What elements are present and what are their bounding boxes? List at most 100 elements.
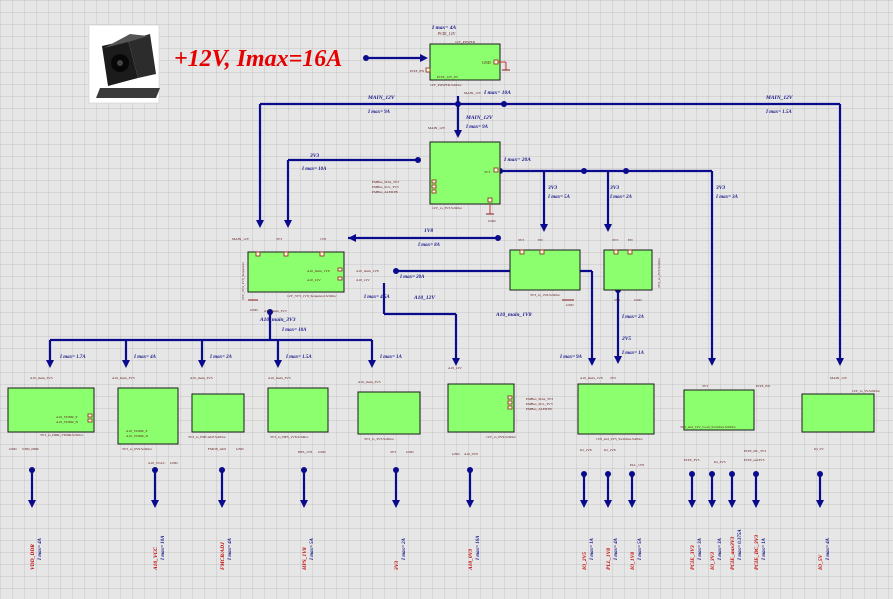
block-3v3-to-1v8[interactable]: 3V3 EN 3V3_to_1V8.SchDoc GND: [509, 238, 581, 307]
net3v3-b-imax: I max= 2A: [609, 195, 633, 200]
b1v8-b2: PLL_1V8: [630, 463, 644, 467]
b5v-bot: IO_5V: [814, 447, 824, 451]
block-12v-to-5v[interactable]: MAIN_12V 12V_to_5V.SchDoc IO_5V: [801, 376, 880, 451]
a10-main-1v8-name: A10_main_1V8: [495, 312, 532, 318]
output-imax: I max= 3A: [718, 537, 723, 561]
net3v3-a-imax: I max= 5A: [547, 195, 571, 200]
ddr-pin: A10_main_3V3: [30, 376, 53, 380]
output-name: A10_VCC: [153, 547, 159, 571]
output-imax: I max= 2A: [402, 537, 407, 561]
output-imax: I max= 4A: [614, 537, 619, 561]
block-fmc[interactable]: A10_main_3V3 3V3_to_FMCADJ.SchDoc FMCB_A…: [188, 376, 245, 451]
b1v8-pin2: 2V5: [610, 376, 616, 380]
main12v-mid-imax: I max= 9A: [465, 125, 489, 130]
block-load-switches[interactable]: 3V3 PCIE_EN 3V3_and_12V_Load_Switches.Sc…: [680, 384, 770, 464]
net3v3-left-imax: I max= 10A: [301, 167, 327, 172]
hps-footer: 3V3_to_HPS_1V8.SchDoc: [270, 435, 309, 439]
dc-jack-image: [88, 24, 160, 104]
output-name: IO_3V3: [710, 552, 716, 571]
b1v8-pin1: A10_main_1V8: [580, 376, 603, 380]
b0v9-gnd: GND: [170, 461, 178, 465]
headline: +12V, Imax=16A: [174, 46, 342, 72]
output-imax: I max= 1A: [590, 537, 595, 561]
net3v3-left-name: 3V3: [309, 153, 319, 159]
a10-main-3v3-imax: I max= 10A: [281, 328, 307, 333]
branch-imax-5: I max= 1A: [379, 355, 403, 360]
b5v-pin: MAIN_12V: [830, 376, 848, 380]
power-title: 12V_POWER: [455, 40, 476, 44]
power-net: PCIE_12V: [438, 31, 456, 36]
output-name: IO_1V8: [630, 552, 636, 571]
main12v-right-name: MAIN_12V: [765, 95, 794, 101]
output-imax: I max= 10A: [161, 535, 166, 561]
pcie-b4: PCIE_DC_3V3: [744, 449, 766, 453]
block-0v9[interactable]: A10_main_3V3 A10_VDDR_P A10_VDDR_N 3V3_t…: [112, 376, 179, 465]
ddr-footer: 3V3_to_DDR_VDDR.SchDoc: [40, 433, 84, 437]
a10-main-1v8-imax: I max= 9A: [559, 355, 583, 360]
hps-gnd: GND: [318, 450, 326, 454]
b3v3-1v8-footer: 3V3_to_1V8.SchDoc: [530, 293, 561, 297]
net3v3-a-name: 3V3: [547, 185, 557, 191]
seq-out-12v: A10_12V: [307, 278, 321, 282]
power-pin-in: PCIE_12V_IN: [437, 75, 458, 79]
main12v-left-imax: I max= 9A: [367, 110, 391, 115]
output-name: IO_5V: [818, 553, 824, 571]
b0v9b-pin: A10_12V: [448, 366, 462, 370]
b1v8-footer: 1V8_and_2V5_Switches.SchDoc: [596, 437, 643, 441]
block-3v3-to-2v5[interactable]: 3V3 EN 3V3_to_2V5.SchDoc GND 2V5: [603, 238, 661, 302]
b0v9-o1: A10_VDDR_P: [126, 429, 147, 433]
seq-out-main: A10_main_1V8: [307, 269, 330, 273]
net2v5-bot-imax: I max= 1A: [621, 351, 645, 356]
b0v9-o2: A10_VDDR_N: [126, 434, 148, 438]
vr3v3-sda: PMBus_SDA_3V3: [372, 180, 399, 184]
vr3v3-scl: PMBus_SCL_3V3: [372, 185, 399, 189]
b0v9b-sda: PMBus_SDA_3V3: [526, 397, 553, 401]
hps-bot: HPS_1V8: [298, 450, 312, 454]
output-name: VDD_DDR: [30, 544, 36, 570]
a10-12v-imax: I max= 4.5A: [363, 295, 390, 300]
b3v3-2v5-pin1: 3V3: [612, 238, 618, 242]
b3v3-3v3-pin: A10_main_3V3: [358, 380, 381, 384]
net3v3-b-name: 3V3: [609, 185, 619, 191]
branch-imax-1: I max= 1.7A: [59, 355, 86, 360]
block-12v-power[interactable]: I max= 4A PCIE_12V 12V_POWER PCIE_EN PCI…: [410, 25, 511, 96]
a10-12v-name: A10_12V: [413, 295, 436, 301]
seq-pin-3: 1V8: [320, 237, 326, 241]
main12v-right-imax: I max= 1.5A: [765, 110, 792, 115]
b3v3-1v8-pin1: 3V3: [518, 238, 524, 242]
ddr-gnd: GND: [9, 447, 17, 451]
branch-imax-3: I max= 2A: [209, 355, 233, 360]
block-3v3-to-3v3[interactable]: A10_main_3V3 3V3_to_3V3.SchDoc 3V3 GND: [357, 380, 421, 454]
imax-20a: I max= 20A: [399, 275, 425, 280]
net1v8-imax: I max= 8A: [417, 243, 441, 248]
block-ddr[interactable]: A10_main_3V3 A10_VDDR_P A10_VDDR_N 3V3_t…: [7, 376, 95, 451]
vr3v3-footer: 12V_to_3V3.SchDoc: [432, 206, 463, 210]
output-imax: I max= 5A: [638, 537, 643, 561]
seq-gnd: GND: [250, 308, 258, 312]
fmc-footer: 3V3_to_FMCADJ.SchDoc: [188, 435, 226, 439]
block-hps[interactable]: A10_main_3V3 3V3_to_HPS_1V8.SchDoc HPS_1…: [267, 376, 329, 454]
b0v9-pin: A10_main_3V3: [112, 376, 135, 380]
pcie-b3: PCIE_aux3V3: [744, 458, 765, 462]
vr3v3-out: 3V3: [484, 170, 490, 174]
b1v8-b3: IO_1V8: [604, 448, 616, 452]
output-name: FMCB/ADJ: [220, 542, 226, 570]
block-1v8-switches[interactable]: A10_main_1V8 2V5 1V8_and_2V5_Switches.Sc…: [577, 376, 655, 467]
hps-pin: A10_main_3V3: [268, 376, 291, 380]
block-sequencer[interactable]: MAIN_12V 3V3 1V8 A10_main_1V8 A10_12V A1…: [232, 237, 379, 313]
block-0v9b[interactable]: A10_12V PMBus_SDA_3V3 PMBus_SCL_3V3 PMBu…: [447, 366, 553, 456]
seq-label-main: A10_main_1V8: [356, 269, 379, 273]
arrowheads: [28, 130, 844, 508]
seq-label-12v: A10_12V: [356, 278, 370, 282]
vr3v3-gnd: GND: [488, 219, 496, 223]
seq-footer: 12V_3V3_1V8_Sequencer.SchDoc: [287, 294, 337, 298]
b3v3-3v3-bot: 3V3: [390, 450, 396, 454]
block-12v-to-3v3[interactable]: MAIN_12V PMBus_SDA_3V3 PMBus_SCL_3V3 PMB…: [372, 126, 531, 223]
main12v-mid-name: MAIN_12V: [465, 115, 494, 121]
output-name: IO_2V5: [582, 552, 588, 571]
b0v9b-alert: PMBus_ALERTB: [526, 407, 552, 411]
b0v9-bot: A10_VGCC: [148, 461, 166, 465]
output-imax: I max= 3A: [698, 537, 703, 561]
output-imax: I max= 4A: [826, 537, 831, 561]
